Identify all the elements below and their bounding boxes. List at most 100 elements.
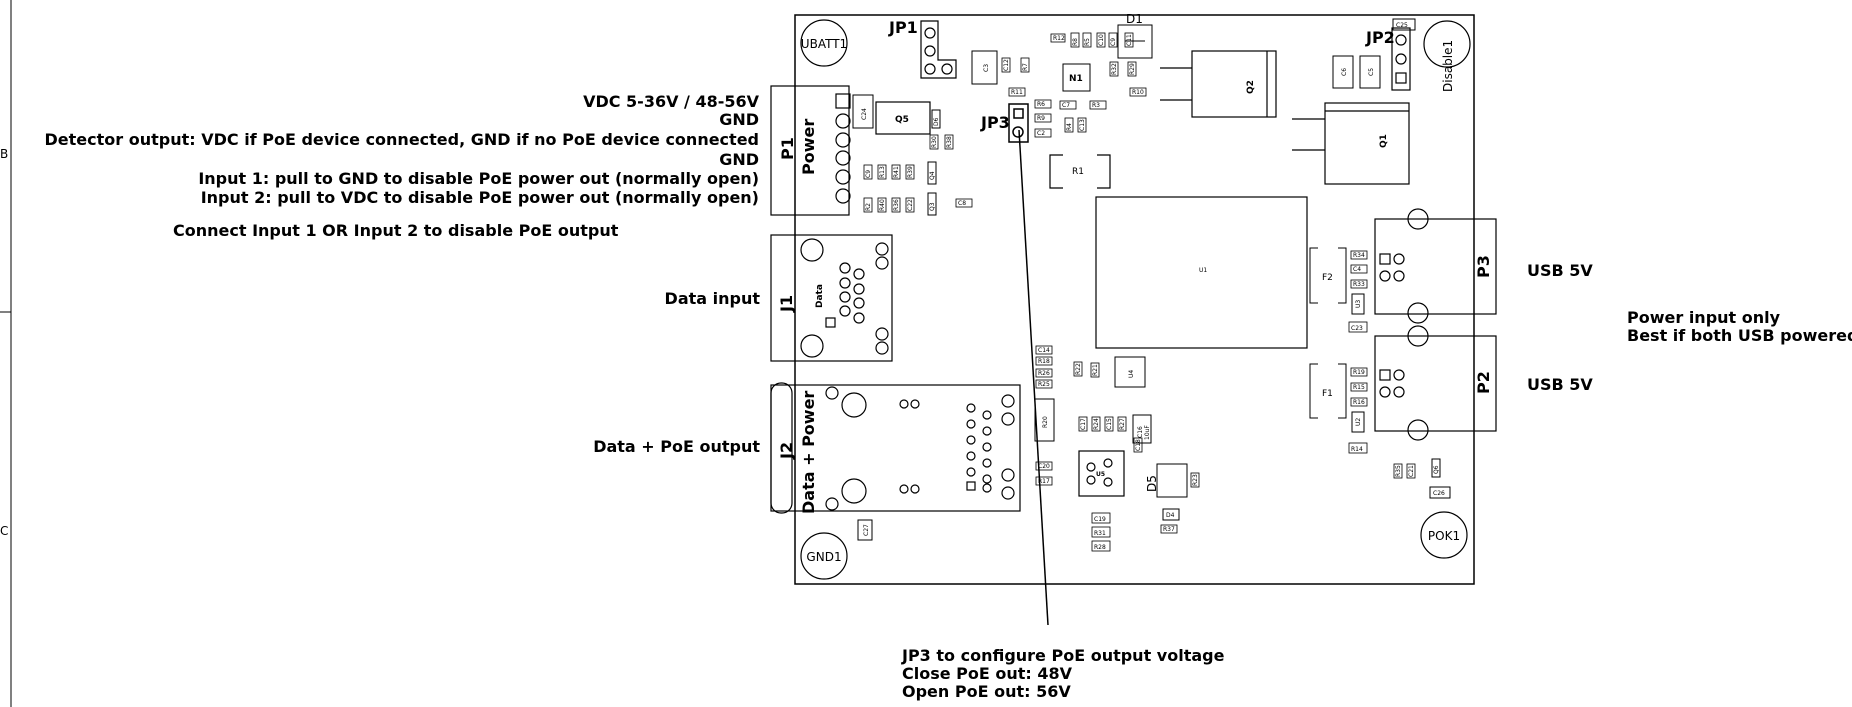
smd-footprint bbox=[955, 198, 973, 208]
smd-ref-label: R27 bbox=[1119, 418, 1126, 430]
note-input-2: Input 2: pull to VDC to disable PoE powe… bbox=[201, 188, 759, 207]
smd-ref-label: R5 bbox=[1084, 38, 1091, 46]
smd-ref-label: R19 bbox=[1353, 369, 1365, 376]
smd-footprint bbox=[1348, 321, 1368, 333]
smd-part-r38: R38 bbox=[944, 134, 954, 150]
smd-ref-label: R38 bbox=[946, 136, 953, 148]
smd-part-c12: C12 bbox=[1001, 57, 1011, 73]
smd-part-r19: R19 bbox=[1350, 367, 1368, 377]
d1-ref: D1 bbox=[1126, 12, 1143, 26]
smd-footprint bbox=[1160, 524, 1178, 534]
c16-value: 10uF bbox=[1144, 425, 1151, 440]
jp1-ref: JP1 bbox=[888, 18, 918, 37]
u1-module bbox=[1095, 196, 1308, 349]
d4-part bbox=[1162, 508, 1180, 521]
smd-ref-label: C13 bbox=[1079, 119, 1086, 131]
smd-ref-label: R10 bbox=[1132, 89, 1144, 96]
smd-footprint bbox=[1077, 117, 1087, 133]
smd-footprint bbox=[1050, 33, 1066, 43]
smd-footprint bbox=[1090, 362, 1100, 378]
c26-part bbox=[1429, 486, 1451, 499]
smd-footprint bbox=[1127, 61, 1137, 77]
c6-part bbox=[1332, 55, 1354, 89]
smd-ref-label: R12 bbox=[1053, 35, 1065, 42]
smd-footprint bbox=[1124, 32, 1134, 48]
mounting-holes bbox=[800, 19, 1471, 580]
r20-part bbox=[1034, 398, 1055, 442]
n1-ref: N1 bbox=[1069, 74, 1083, 84]
c27-part bbox=[857, 519, 873, 541]
smd-footprint bbox=[1350, 397, 1368, 407]
smd-ref-label: R37 bbox=[1163, 526, 1175, 533]
smd-part-c7: C7 bbox=[1059, 100, 1077, 110]
smd-footprint bbox=[944, 134, 954, 150]
u5-ref: U5 bbox=[1096, 471, 1105, 478]
smd-footprint bbox=[1091, 540, 1111, 552]
note-power-input-only: Power input only bbox=[1627, 308, 1781, 327]
smd-part-r29: R29 bbox=[1127, 61, 1137, 77]
j2-ref: J2 bbox=[777, 442, 796, 460]
c3-part bbox=[971, 50, 998, 85]
j2-connector bbox=[770, 382, 1021, 514]
smd-part-r18: R18 bbox=[1035, 356, 1053, 366]
c24-part bbox=[852, 94, 874, 129]
smd-part-r30: R30 bbox=[929, 134, 939, 150]
j1-ref: J1 bbox=[777, 295, 796, 313]
board-outline bbox=[794, 14, 1475, 585]
smd-ref-label: R29 bbox=[1129, 63, 1136, 75]
smd-ref-label: R13 bbox=[879, 166, 886, 178]
hole-ubatt-label: UBATT1 bbox=[801, 37, 847, 51]
u4-part bbox=[1114, 356, 1146, 388]
smd-part-r24: R24 bbox=[1091, 416, 1101, 432]
smd-footprint bbox=[877, 197, 887, 213]
p3-ref: P3 bbox=[1474, 255, 1493, 278]
j2-label: Data + Power bbox=[799, 391, 818, 514]
r20-ref: R20 bbox=[1042, 416, 1049, 428]
note-detector-output: Detector output: VDC if PoE device conne… bbox=[45, 130, 759, 149]
note-usb-p2: USB 5V bbox=[1527, 375, 1593, 394]
note-best-if-usb: Best if both USB powered bbox=[1627, 326, 1852, 345]
p3-connector bbox=[1374, 208, 1497, 324]
q3-ref: Q3 bbox=[929, 202, 936, 211]
smd-footprint bbox=[1104, 416, 1114, 432]
smd-part-r35: R35 bbox=[1393, 463, 1403, 479]
smd-part-r3: R3 bbox=[1089, 100, 1107, 110]
d6-part bbox=[931, 109, 941, 129]
jp1-jumper bbox=[920, 20, 957, 79]
drawing-frame-margin bbox=[0, 0, 12, 707]
smd-ref-label: R25 bbox=[1038, 381, 1050, 388]
smd-footprint bbox=[1393, 463, 1403, 479]
smd-footprint bbox=[1034, 113, 1052, 123]
smd-footprint bbox=[1350, 264, 1368, 274]
smd-footprint bbox=[1091, 416, 1101, 432]
f1-part bbox=[1309, 363, 1347, 419]
smd-footprint bbox=[1089, 100, 1107, 110]
note-jp3-close: Close PoE out: 48V bbox=[902, 664, 1073, 683]
smd-footprint bbox=[1190, 472, 1200, 488]
smd-part-r32: R32 bbox=[1109, 61, 1119, 77]
smd-ref-label: C8 bbox=[958, 200, 966, 207]
smd-ref-label: R26 bbox=[1038, 370, 1050, 377]
smd-footprint bbox=[1070, 32, 1080, 48]
smd-ref-label: R11 bbox=[1011, 89, 1023, 96]
smd-part-r10: R10 bbox=[1129, 87, 1147, 97]
smd-footprint bbox=[1073, 361, 1083, 377]
c27-ref: C27 bbox=[863, 524, 870, 536]
smd-part-r14: R14 bbox=[1348, 442, 1368, 454]
q5-ref: Q5 bbox=[895, 115, 909, 125]
smd-ref-label: R18 bbox=[1038, 358, 1050, 365]
d5-part bbox=[1156, 463, 1188, 498]
c5-ref: C5 bbox=[1368, 68, 1375, 76]
q2-part bbox=[1160, 50, 1277, 118]
j1-connector bbox=[770, 234, 893, 362]
q1-ref: Q1 bbox=[1379, 134, 1389, 148]
smd-part-c9: C9 bbox=[863, 164, 873, 180]
smd-footprint bbox=[1109, 61, 1119, 77]
q1-part bbox=[1292, 102, 1410, 185]
smd-footprint bbox=[1001, 57, 1011, 73]
u3-part bbox=[1351, 293, 1365, 315]
q2-ref: Q2 bbox=[1246, 80, 1256, 94]
c16-ref: C16 bbox=[1137, 426, 1144, 438]
note-input-1: Input 1: pull to GND to disable PoE powe… bbox=[198, 169, 759, 188]
